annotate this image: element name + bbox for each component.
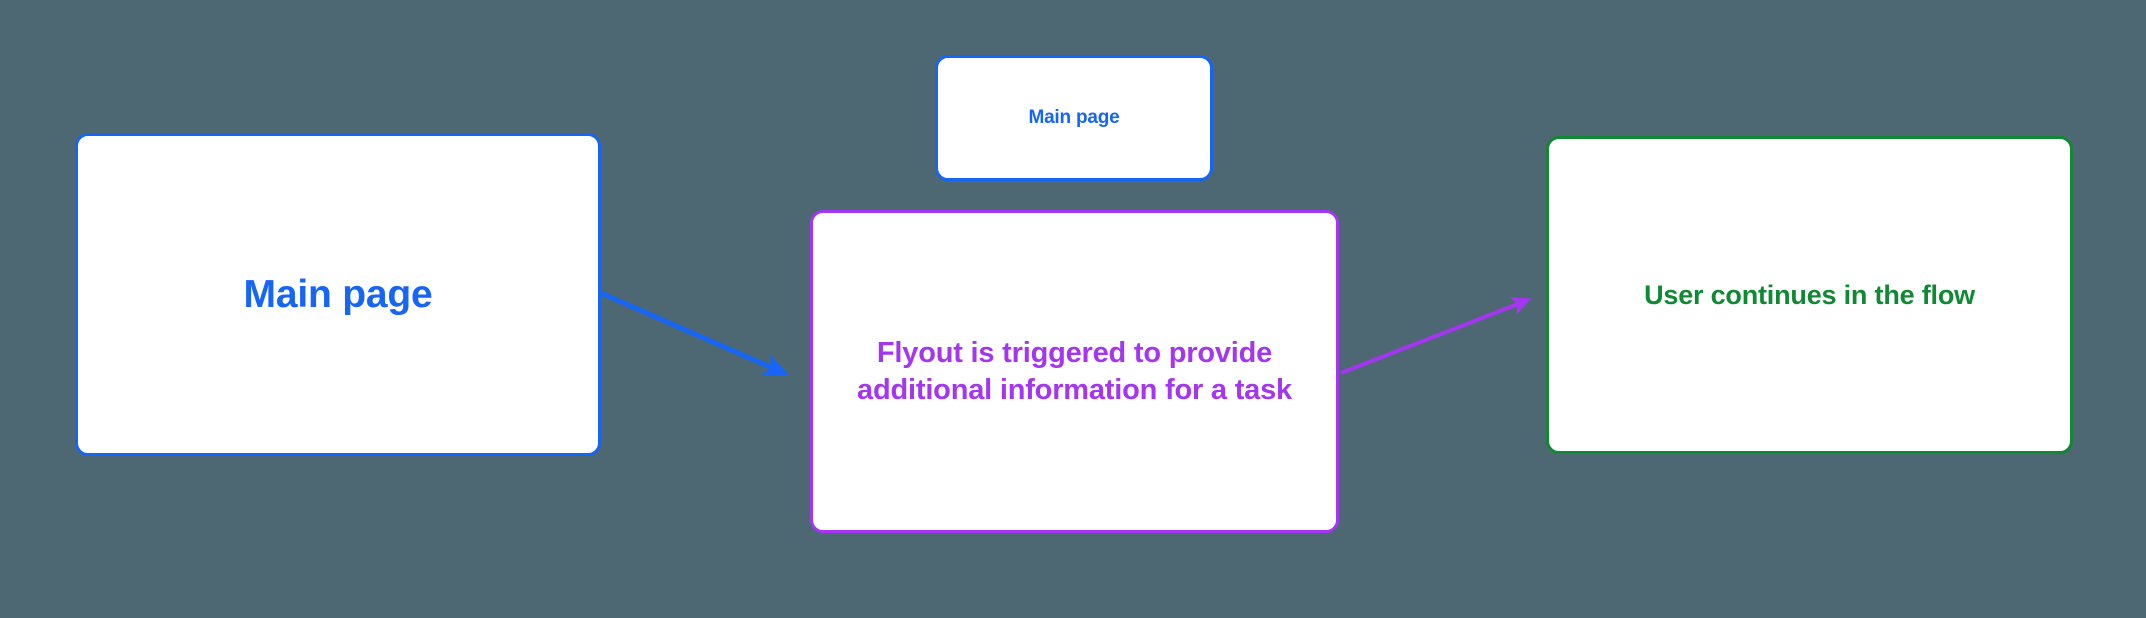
node-main-page-large[interactable]: Main page bbox=[75, 133, 601, 456]
node-label: Flyout is triggered to provide additiona… bbox=[857, 336, 1292, 406]
node-label: Main page bbox=[243, 272, 433, 316]
node-label: Main page bbox=[1028, 106, 1120, 128]
node-user-continues[interactable]: User continues in the flow bbox=[1546, 136, 2073, 454]
node-main-page-small[interactable]: Main page bbox=[935, 55, 1213, 181]
edge-flyout-to-user-continues bbox=[1340, 297, 1532, 375]
node-label: User continues in the flow bbox=[1644, 279, 1975, 310]
node-flyout[interactable]: Flyout is triggered to provide additiona… bbox=[810, 210, 1339, 533]
edge-main-page-to-flyout bbox=[599, 290, 789, 376]
